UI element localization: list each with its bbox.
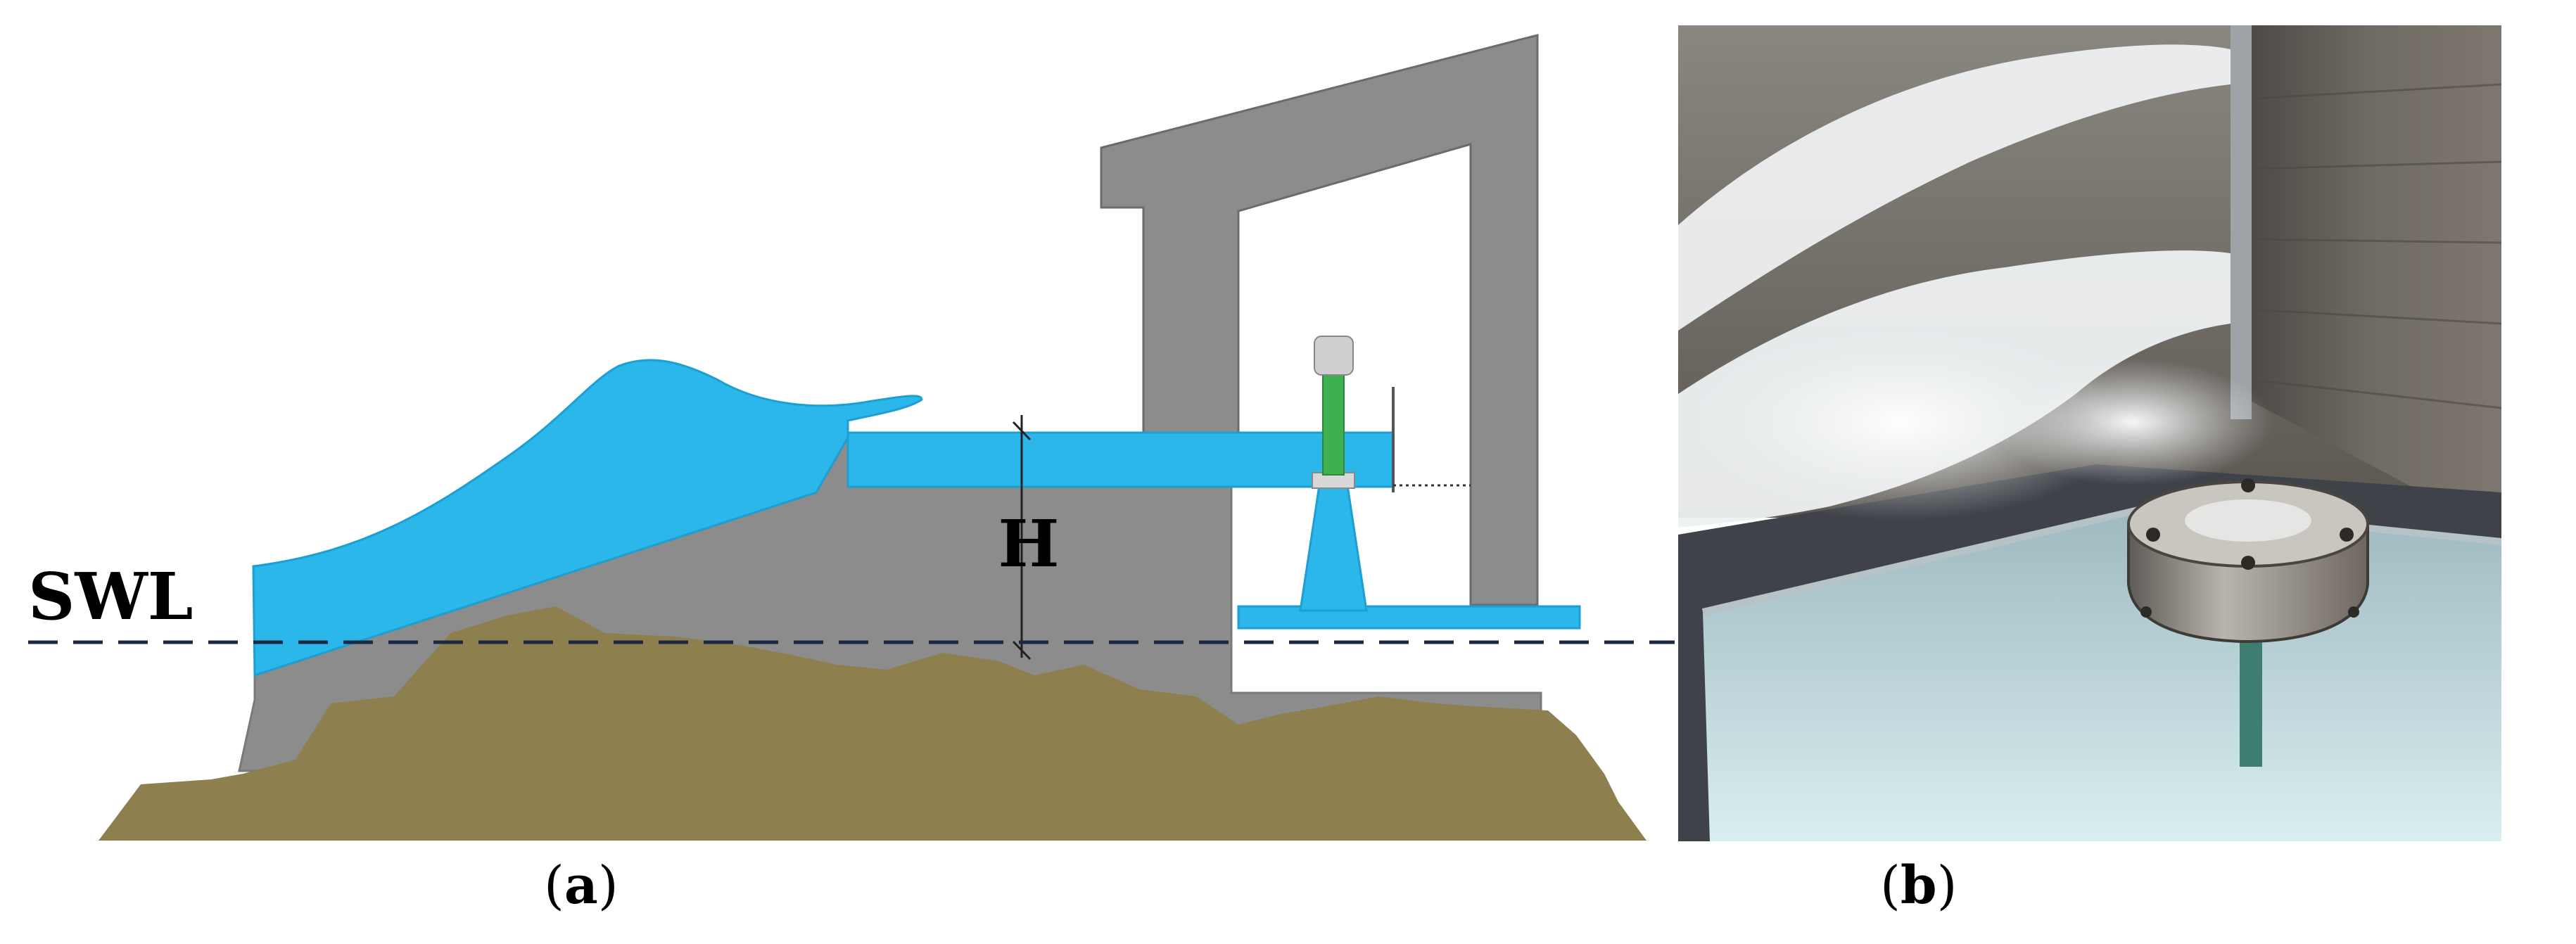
height-tick-top [1012, 421, 1032, 441]
photo-side-wall [2238, 25, 2501, 535]
shelter-frame [1100, 34, 1539, 606]
wave-overtopping [252, 359, 923, 677]
height-label: H [998, 506, 1060, 582]
ground-foundation [99, 606, 1647, 841]
swl-label: SWL [28, 559, 193, 634]
generator-unit [1314, 336, 1354, 376]
panel-a-schematic: H SWL [28, 34, 1675, 841]
height-tick-bottom [1012, 640, 1032, 661]
caption-a: (a) [544, 855, 618, 916]
photo-turbine-shaft [2240, 626, 2262, 767]
caption-b: (b) [1880, 855, 1958, 916]
photo-water-jet-upper [1678, 44, 2231, 331]
generator-shaft [1322, 372, 1345, 476]
lower-chamber-water [1237, 605, 1581, 630]
panel-b-photo [1678, 25, 2501, 841]
turbine-nozzle [1299, 484, 1368, 612]
upper-reservoir-water [846, 431, 1395, 488]
photo-steel-post [2231, 25, 2252, 419]
